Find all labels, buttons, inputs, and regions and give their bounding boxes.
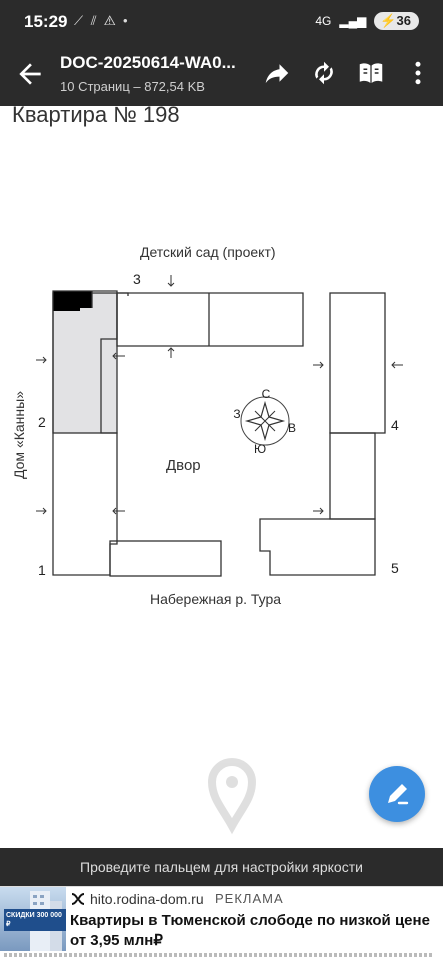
entrance-number: 2 xyxy=(38,414,46,430)
ad-fineprint xyxy=(4,953,434,957)
compass-rose: С Ю З В xyxy=(233,387,296,456)
status-right: 4G ▂▄▆ ⚡36 xyxy=(315,12,419,30)
compass-east: В xyxy=(288,421,296,435)
yard-label: Двор xyxy=(166,457,201,474)
right-building-lower xyxy=(259,518,376,576)
ad-title[interactable]: Квартиры в Тюменской слободе по низкой ц… xyxy=(70,912,430,949)
compass-north: С xyxy=(262,387,271,401)
top-building xyxy=(116,292,304,347)
share-icon[interactable] xyxy=(262,58,292,88)
back-arrow-icon[interactable] xyxy=(14,58,46,90)
reading-mode-icon[interactable] xyxy=(356,58,386,88)
ad-banner[interactable]: СКИДКИ 300 000 ₽ hito.rodina-dom.ru РЕКЛ… xyxy=(0,886,443,961)
notification-icons: ⟋ ⫽ ⚠ • xyxy=(74,13,130,28)
watermark-logo xyxy=(207,758,257,835)
right-building-middle xyxy=(329,432,376,520)
site-plan: Квартира № 198 Детский сад (проект) 1 2 … xyxy=(11,106,403,835)
bottom-left-building xyxy=(109,540,222,577)
network-label: 4G xyxy=(315,14,332,28)
edit-button[interactable] xyxy=(369,766,425,822)
status-time: 15:29 xyxy=(24,12,68,31)
ad-tag: РЕКЛАМА xyxy=(215,891,284,906)
pencil-icon xyxy=(388,784,409,805)
document-page[interactable]: Квартира № 198 Детский сад (проект) 1 2 … xyxy=(0,106,443,848)
apartment-marker xyxy=(53,291,92,311)
more-vert-icon[interactable] xyxy=(403,58,433,88)
app-bar: DOC-20250614-WA0... 10 Страниц – 872,54 … xyxy=(0,44,443,106)
kindergarten-label: Детский сад (проект) xyxy=(140,244,276,260)
entrance-number: 1 xyxy=(38,562,46,578)
entrance-number: 5 xyxy=(391,560,399,576)
compass-south: Ю xyxy=(254,442,266,456)
plan-heading: Квартира № 198 xyxy=(12,106,180,127)
embankment-label: Набережная р. Тура xyxy=(150,591,281,607)
right-building-upper xyxy=(329,292,386,434)
advertiser-logo-icon xyxy=(71,893,85,905)
signal-icon: ▂▄▆ xyxy=(339,14,367,28)
battery-level: 36 xyxy=(396,13,411,28)
compass-west: З xyxy=(233,407,240,421)
status-bar: 15:29 ⟋ ⫽ ⚠ • 4G ▂▄▆ ⚡36 xyxy=(0,0,443,44)
battery-badge: ⚡36 xyxy=(374,12,419,30)
ad-image[interactable]: СКИДКИ 300 000 ₽ xyxy=(0,887,66,951)
document-subtitle: 10 Страниц – 872,54 KB xyxy=(60,79,205,94)
brightness-hint: Проведите пальцем для настройки яркости xyxy=(0,848,443,886)
ad-image-caption: СКИДКИ 300 000 ₽ xyxy=(4,909,66,931)
ad-domain[interactable]: hito.rodina-dom.ru xyxy=(90,891,204,907)
house-label: Дом «Канны» xyxy=(11,391,27,479)
entrance-number: 3 xyxy=(133,271,141,287)
entrance-arrows xyxy=(36,275,403,515)
highlighted-section xyxy=(52,292,118,434)
document-title: DOC-20250614-WA0... xyxy=(60,53,236,72)
rotate-icon[interactable] xyxy=(309,58,339,88)
entrance-number: 4 xyxy=(391,417,399,433)
